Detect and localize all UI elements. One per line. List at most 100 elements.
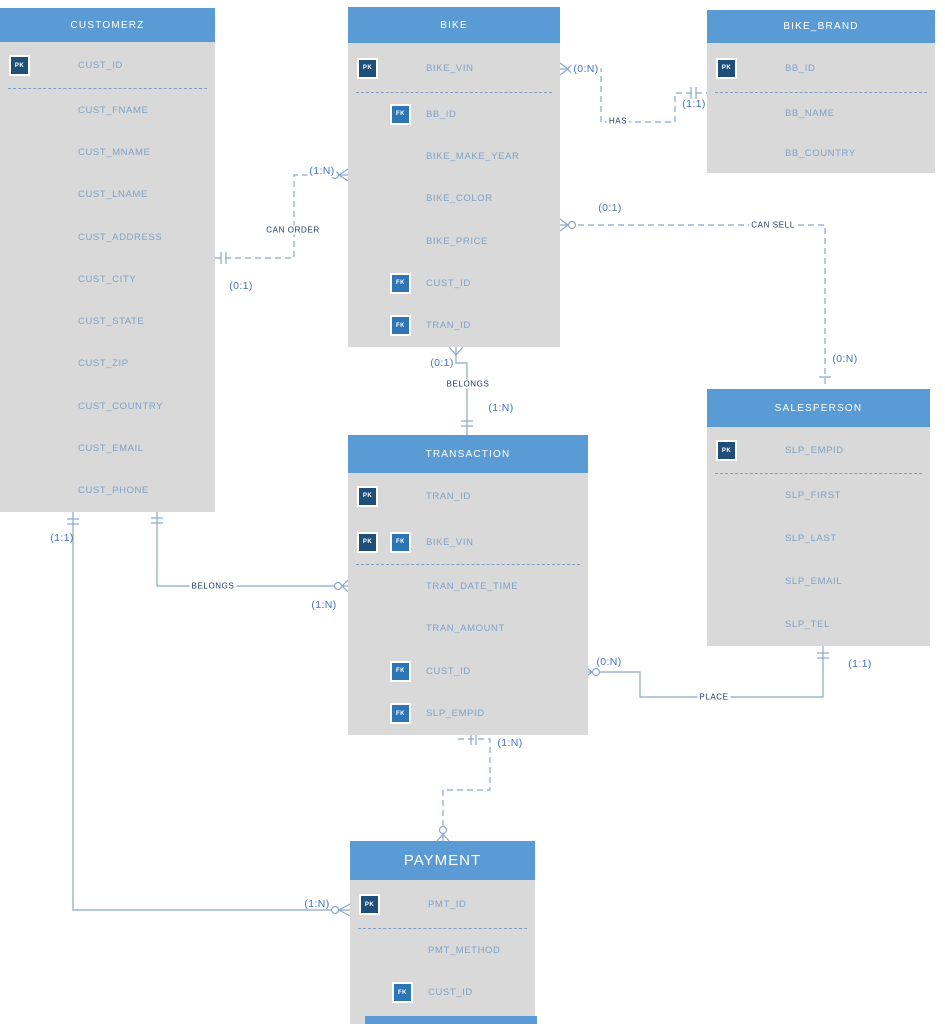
field-row[interactable]: TRAN_AMOUNT: [348, 608, 588, 651]
entity-payment[interactable]: PAYMENT PK PMT_ID PMT_METHOD FK CUST_ID: [350, 841, 535, 1024]
relationship-place[interactable]: [583, 646, 829, 698]
field-name: BB_NAME: [785, 107, 835, 119]
fk-badge: FK: [390, 103, 411, 125]
entity-title[interactable]: PAYMENT: [350, 841, 535, 880]
field-row[interactable]: SLP_LAST: [707, 517, 930, 560]
field-row[interactable]: CUST_COUNTRY: [0, 385, 215, 427]
field-row[interactable]: FK CUST_ID: [348, 650, 588, 693]
field-row[interactable]: FK BB_ID: [348, 93, 560, 135]
field-row[interactable]: CUST_ZIP: [0, 343, 215, 385]
field-name: TRAN_AMOUNT: [426, 623, 505, 635]
field-name: SLP_LAST: [785, 533, 837, 544]
field-name: BIKE_COLOR: [426, 193, 493, 205]
pk-badge: PK: [357, 485, 378, 507]
field-row[interactable]: PK SLP_EMPID: [707, 427, 930, 474]
entity-title[interactable]: TRANSACTION: [348, 435, 588, 473]
field-row[interactable]: CUST_FNAME: [0, 89, 215, 131]
cardinality-label: (1:N): [311, 599, 337, 611]
field-row[interactable]: CUST_ADDRESS: [0, 216, 215, 258]
field-row[interactable]: FK SLP_EMPID: [348, 693, 588, 736]
field-row[interactable]: FK CUST_ID: [350, 972, 535, 1015]
field-row[interactable]: PMT_METHOD: [350, 929, 535, 972]
field-row[interactable]: CUST_STATE: [0, 300, 215, 342]
entity-title[interactable]: BIKE_BRAND: [707, 10, 935, 43]
field-name: SLP_EMPID: [785, 445, 844, 456]
relationship-transaction-payment[interactable]: [436, 733, 491, 842]
cardinality-label: (0:1): [229, 280, 253, 292]
field-row[interactable]: BIKE_COLOR: [348, 178, 560, 220]
field-row[interactable]: BIKE_MAKE_YEAR: [348, 135, 560, 177]
relationship-belongs-customerz[interactable]: [151, 512, 349, 593]
field-name: BIKE_VIN: [426, 62, 474, 74]
cardinality-label: (1:N): [488, 402, 514, 414]
field-name: CUST_ID: [428, 987, 473, 999]
entity-title[interactable]: CUSTOMERZ: [0, 8, 215, 42]
relationship-label: CAN ORDER: [264, 225, 322, 235]
field-row[interactable]: CUST_CITY: [0, 258, 215, 300]
field-name: BIKE_PRICE: [426, 235, 488, 247]
cardinality-label: (1:N): [304, 898, 330, 910]
field-row[interactable]: FK TRAN_ID: [348, 304, 560, 346]
cardinality-label: (1:1): [50, 532, 74, 544]
fk-badge: FK: [390, 315, 411, 337]
entity-transaction[interactable]: TRANSACTION PK TRAN_ID PK FK BIKE_VIN TR…: [348, 435, 588, 735]
relationship-label: HAS: [606, 116, 630, 126]
relationship-can-sell[interactable]: [559, 218, 831, 388]
field-name: BB_ID: [785, 62, 816, 74]
field-name: TRAN_ID: [426, 490, 471, 502]
field-row[interactable]: PK TRAN_ID: [348, 473, 588, 519]
fk-badge: FK: [390, 272, 411, 294]
pk-badge: PK: [9, 55, 30, 76]
relationship-can-order[interactable]: [215, 168, 349, 264]
field-row[interactable]: SLP_FIRST: [707, 474, 930, 517]
field-name: CUST_ID: [426, 665, 471, 677]
relationship-label: BELONGS: [444, 379, 492, 389]
field-row[interactable]: BB_COUNTRY: [707, 133, 935, 173]
field-name: TRAN_DATE_TIME: [426, 580, 519, 592]
field-row[interactable]: BIKE_PRICE: [348, 220, 560, 262]
field-name: CUST_ADDRESS: [78, 231, 163, 243]
field-row[interactable]: CUST_MNAME: [0, 131, 215, 173]
entity-customerz[interactable]: CUSTOMERZ PK CUST_ID CUST_FNAME CUST_MNA…: [0, 8, 215, 512]
field-row[interactable]: PK BB_ID: [707, 43, 935, 93]
entity-title[interactable]: BIKE: [348, 7, 560, 43]
entity-title[interactable]: SALESPERSON: [707, 389, 930, 427]
field-row[interactable]: CUST_PHONE: [0, 470, 215, 512]
field-name: BIKE_VIN: [426, 536, 474, 548]
field-name: PMT_METHOD: [428, 944, 501, 956]
field-name: CUST_MNAME: [78, 146, 151, 158]
relationship-customerz-payment[interactable]: [67, 512, 351, 917]
cutoff-entity-header[interactable]: [365, 1016, 537, 1024]
relationship-label: PLACE: [697, 692, 731, 702]
fk-badge: FK: [390, 531, 411, 553]
field-name: CUST_ID: [426, 277, 471, 289]
field-row[interactable]: BB_NAME: [707, 93, 935, 133]
entity-salesperson[interactable]: SALESPERSON PK SLP_EMPID SLP_FIRST SLP_L…: [707, 389, 930, 646]
pk-badge: PK: [716, 57, 737, 79]
field-name: SLP_EMPID: [426, 708, 485, 720]
field-name: CUST_EMAIL: [78, 443, 144, 455]
relationship-belongs-bike[interactable]: [448, 346, 473, 435]
entity-bike-brand[interactable]: BIKE_BRAND PK BB_ID BB_NAME BB_COUNTRY: [707, 10, 935, 173]
field-row[interactable]: PK CUST_ID: [0, 42, 215, 89]
entity-bike[interactable]: BIKE PK BIKE_VIN FK BB_ID BIKE_MAKE_YEAR…: [348, 7, 560, 347]
field-row[interactable]: CUST_LNAME: [0, 174, 215, 216]
cardinality-label: (0:N): [832, 353, 858, 365]
field-name: TRAN_ID: [426, 320, 471, 332]
field-row[interactable]: PK FK BIKE_VIN: [348, 519, 588, 565]
field-name: PMT_ID: [428, 899, 467, 910]
field-name: CUST_ID: [78, 60, 123, 71]
cardinality-label: (0:N): [571, 63, 601, 75]
field-name: CUST_FNAME: [78, 104, 149, 116]
field-name: SLP_EMAIL: [785, 576, 843, 587]
field-row[interactable]: FK CUST_ID: [348, 262, 560, 304]
field-row[interactable]: SLP_EMAIL: [707, 560, 930, 603]
field-row[interactable]: PK BIKE_VIN: [348, 43, 560, 93]
field-row[interactable]: PK PMT_ID: [350, 880, 535, 929]
field-row[interactable]: TRAN_DATE_TIME: [348, 565, 588, 608]
cardinality-label: (1:1): [848, 658, 872, 670]
cardinality-label: (1:1): [682, 98, 706, 110]
cardinality-label: (0:1): [598, 202, 622, 214]
field-row[interactable]: CUST_EMAIL: [0, 427, 215, 469]
field-row[interactable]: SLP_TEL: [707, 603, 930, 646]
